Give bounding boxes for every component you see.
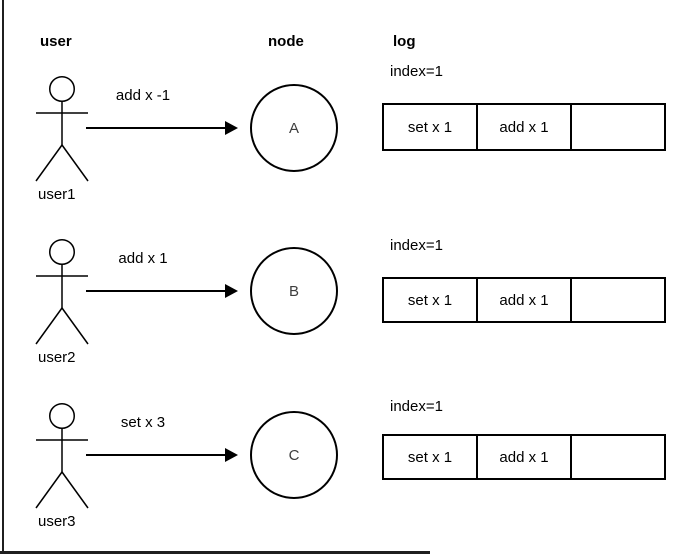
canvas-border-left: [2, 0, 4, 554]
log-cell: set x 1: [384, 105, 478, 149]
stick-figure-icon: [35, 76, 89, 182]
diagram-row: user3 set x 3 C index=1 set x 1 add x 1: [0, 387, 691, 557]
log-index-label: index=1: [390, 237, 443, 254]
log-table: set x 1 add x 1: [382, 277, 666, 323]
log-cell: [572, 105, 664, 149]
diagram-row: user2 add x 1 B index=1 set x 1 add x 1: [0, 223, 691, 393]
log-cell: add x 1: [478, 105, 572, 149]
diagram-row: user1 add x -1 A index=1 set x 1 add x 1: [0, 60, 691, 230]
node-label: A: [288, 119, 299, 137]
log-block: index=1 set x 1 add x 1: [382, 223, 666, 323]
log-block: index=1 set x 1 add x 1: [382, 60, 666, 160]
arrow-right-icon: [86, 448, 238, 462]
node-label: B: [288, 282, 299, 300]
log-index-label: index=1: [390, 398, 443, 415]
log-cell: set x 1: [384, 436, 478, 478]
column-header-log: log: [393, 33, 416, 50]
arrow-right-icon: [86, 284, 238, 298]
message-label: add x -1: [115, 87, 171, 104]
node-circle: B: [250, 247, 338, 335]
actor-name-label: user3: [38, 513, 76, 530]
stick-figure-icon: [35, 403, 89, 509]
message-label: set x 3: [120, 414, 166, 431]
message-label: add x 1: [118, 250, 168, 267]
log-table: set x 1 add x 1: [382, 103, 666, 151]
column-header-user: user: [40, 33, 72, 50]
arrow-right-icon: [86, 121, 238, 135]
log-cell: [572, 436, 664, 478]
actor-name-label: user2: [38, 349, 76, 366]
node-circle: A: [250, 84, 338, 172]
log-cell: [572, 279, 664, 321]
node-circle: C: [250, 411, 338, 499]
log-cell: add x 1: [478, 279, 572, 321]
column-header-node: node: [268, 33, 304, 50]
canvas-border-bottom: [0, 551, 430, 554]
log-index-label: index=1: [390, 63, 443, 80]
log-cell: add x 1: [478, 436, 572, 478]
stick-figure-icon: [35, 239, 89, 345]
log-block: index=1 set x 1 add x 1: [382, 387, 666, 487]
actor-name-label: user1: [38, 186, 76, 203]
log-table: set x 1 add x 1: [382, 434, 666, 480]
log-cell: set x 1: [384, 279, 478, 321]
node-label: C: [288, 446, 300, 464]
